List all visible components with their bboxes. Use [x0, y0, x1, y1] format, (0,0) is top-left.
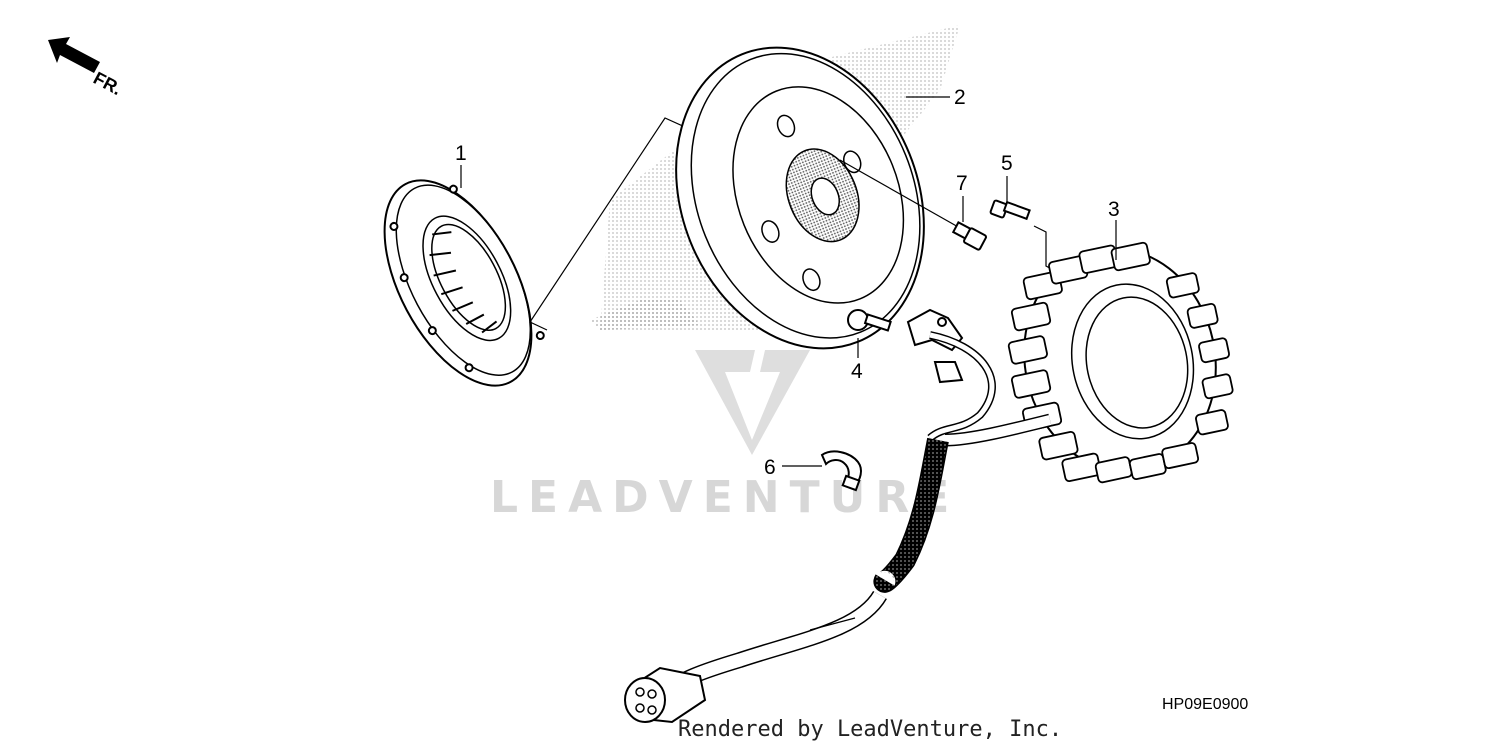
callout-1: 1 — [455, 142, 467, 165]
assembly-bracket-line — [529, 117, 697, 331]
bolt-7[interactable]: 7 — [839, 159, 987, 251]
diagram-code: HP09E0900 — [1162, 696, 1249, 713]
callout-5: 5 — [1001, 152, 1013, 175]
pulse-generator[interactable]: 4 — [847, 308, 964, 384]
starter-clutch[interactable]: 1 — [354, 142, 562, 409]
callout-2: 2 — [954, 86, 966, 109]
watermark: LEADVENTURE — [490, 350, 959, 523]
callout-6: 6 — [764, 456, 776, 479]
callout-4: 4 — [851, 360, 863, 383]
watermark-text: LEADVENTURE — [490, 472, 959, 523]
arrow-icon — [48, 37, 100, 73]
callout-3: 3 — [1108, 198, 1120, 221]
callout-7: 7 — [956, 172, 968, 195]
bolt-5[interactable]: 5 — [989, 152, 1031, 221]
front-label: FR. — [90, 68, 125, 99]
flywheel[interactable]: 2 — [633, 10, 968, 386]
stator[interactable]: 3 — [989, 198, 1251, 500]
wire-connector[interactable] — [624, 666, 707, 724]
wire-clamp[interactable]: 6 — [764, 450, 863, 492]
footer-credit: Rendered by LeadVenture, Inc. — [678, 717, 1063, 742]
front-direction-indicator: FR. — [48, 37, 125, 99]
